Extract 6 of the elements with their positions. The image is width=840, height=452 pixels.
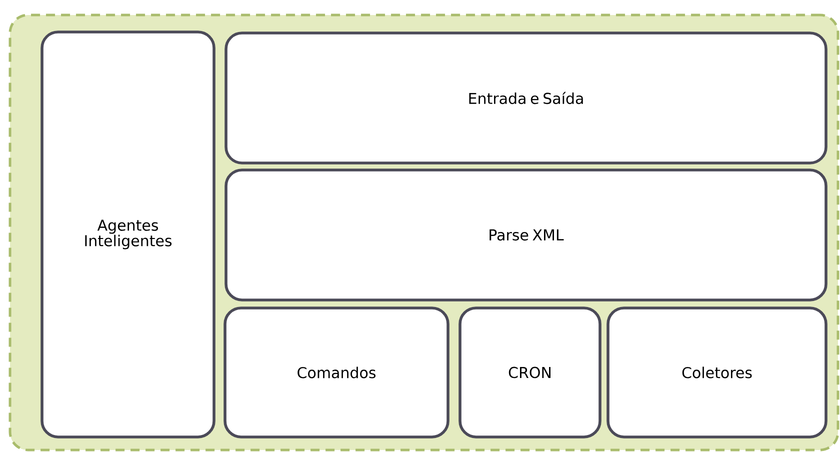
module-box: Parse XML: [224, 168, 828, 302]
module-box: Comandos: [224, 306, 450, 438]
module-box: Agentes Inteligentes: [40, 30, 216, 438]
module-box: Coletores: [606, 306, 828, 438]
module-box: CRON: [458, 306, 602, 438]
module-box: Entrada e Saída: [224, 32, 828, 164]
